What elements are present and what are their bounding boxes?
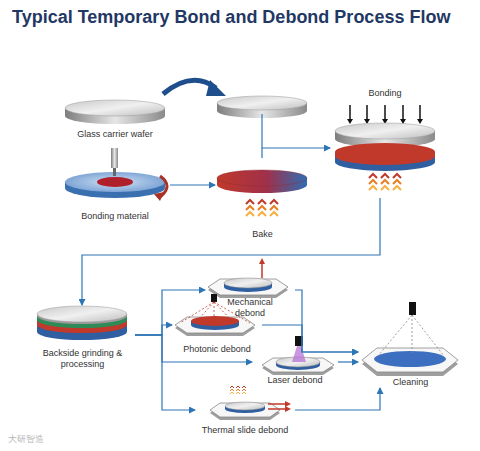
lift-arrow <box>261 262 263 278</box>
flow-connector <box>170 184 215 185</box>
flow-connector <box>295 290 358 352</box>
lamp <box>211 294 217 302</box>
step-label: Bonding material <box>81 211 149 222</box>
watermark: 大研智造 <box>8 433 44 446</box>
spray-line <box>412 315 413 353</box>
chuck-plate <box>208 279 288 295</box>
spray-line <box>412 315 444 356</box>
step-label: Laser debond <box>267 375 322 386</box>
flow-connector <box>295 388 380 410</box>
step-label: Glass carrier wafer <box>77 129 153 140</box>
process-step: Bonding material <box>60 145 170 222</box>
step-label: Cleaning <box>393 377 429 388</box>
step-label: Mechanical debond <box>223 297 278 319</box>
spin-arrow-head <box>154 192 164 201</box>
flip-arrow-head <box>206 80 226 96</box>
process-step: Bake <box>215 158 310 240</box>
slide-arrow-head <box>285 401 291 407</box>
process-step: Glass carrier wafer <box>60 95 170 140</box>
process-step: Photonic debond <box>172 300 262 355</box>
slide-arrow <box>268 403 286 405</box>
light-ray <box>214 302 215 320</box>
laser-beam <box>292 346 306 362</box>
step-label: Thermal slide debond <box>202 425 289 436</box>
flow-connector <box>135 290 205 335</box>
flow-line <box>261 114 262 148</box>
lift-arrow-head <box>259 258 265 264</box>
flow-connector <box>82 198 380 305</box>
process-step: Backside grinding & processing <box>30 305 135 370</box>
press-arrow-head <box>417 119 423 124</box>
press-arrow <box>366 105 368 120</box>
glass-wafer <box>335 123 435 139</box>
step-label: Bake <box>252 229 273 240</box>
heat-arrows <box>246 200 278 216</box>
adhesive-layer <box>335 143 435 161</box>
process-step: Cleaning <box>358 300 463 388</box>
light-ray <box>180 302 214 323</box>
device-wafer <box>374 351 446 367</box>
process-step: Bonding <box>330 88 440 198</box>
step-label: Bonding <box>368 88 401 99</box>
press-arrow-head <box>347 119 353 124</box>
heat-arrows <box>230 386 246 394</box>
chuck-plate <box>175 317 255 333</box>
light-ray <box>196 302 214 322</box>
dispenser-tip <box>113 168 116 176</box>
step-label: Photonic debond <box>183 344 251 355</box>
process-step: Laser debond <box>252 336 338 386</box>
glass-wafer <box>37 306 127 322</box>
diagram-title: Typical Temporary Bond and Debond Proces… <box>12 7 450 28</box>
chuck-plate <box>210 403 280 417</box>
press-arrow <box>402 105 404 120</box>
flow-connector <box>262 325 358 352</box>
process-step: Mechanical debond <box>205 262 295 319</box>
spray-line <box>378 315 412 356</box>
bonding-material <box>97 177 133 187</box>
wafer <box>191 316 239 326</box>
chuck-plate <box>362 348 458 372</box>
flow-connector <box>135 335 252 362</box>
glass-wafer <box>65 100 165 116</box>
laser-head <box>295 336 303 346</box>
press-arrow <box>419 105 421 120</box>
coated-wafer <box>217 170 307 186</box>
slide-arrow-head <box>285 406 291 412</box>
wafer <box>225 402 265 410</box>
step-label: Backside grinding & processing <box>37 348 129 370</box>
wafer <box>224 278 272 288</box>
flow-connector <box>262 148 330 158</box>
process-step: Thermal slide debond <box>195 388 295 436</box>
spray-nozzle <box>409 302 416 315</box>
heat-arrows <box>369 174 401 190</box>
slide-arrow <box>268 408 286 410</box>
press-arrow <box>384 105 386 120</box>
flow-connector <box>338 361 358 362</box>
press-arrow <box>349 105 351 120</box>
glass-wafer <box>217 96 307 110</box>
dispenser <box>111 148 118 168</box>
flow-connector <box>135 325 172 335</box>
